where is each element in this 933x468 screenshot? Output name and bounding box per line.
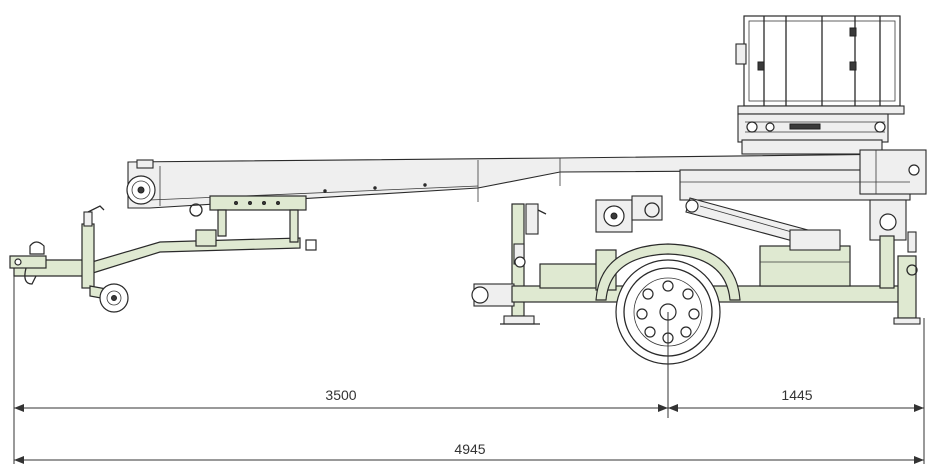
platform-mount	[737, 113, 889, 155]
telescopic-boom	[127, 153, 913, 209]
front-outrigger-leg	[471, 203, 547, 325]
dimension-rear-overhang-label: 1445	[781, 387, 812, 403]
rear-outrigger-leg	[893, 231, 921, 325]
boom-rear-section	[679, 149, 927, 201]
tow-hitch-coupling	[9, 241, 47, 285]
turntable-drive-unit	[595, 195, 663, 233]
work-platform-basket	[735, 15, 905, 115]
dimension-wheelbase-label: 3500	[325, 387, 356, 403]
boom-head-pulley	[126, 159, 156, 205]
dimension-total-length-label: 4945	[454, 441, 485, 457]
dimension-lines	[13, 276, 925, 464]
towbar-drawbar	[13, 195, 317, 277]
jockey-wheel	[81, 205, 129, 313]
fender-mudguard	[595, 243, 741, 301]
